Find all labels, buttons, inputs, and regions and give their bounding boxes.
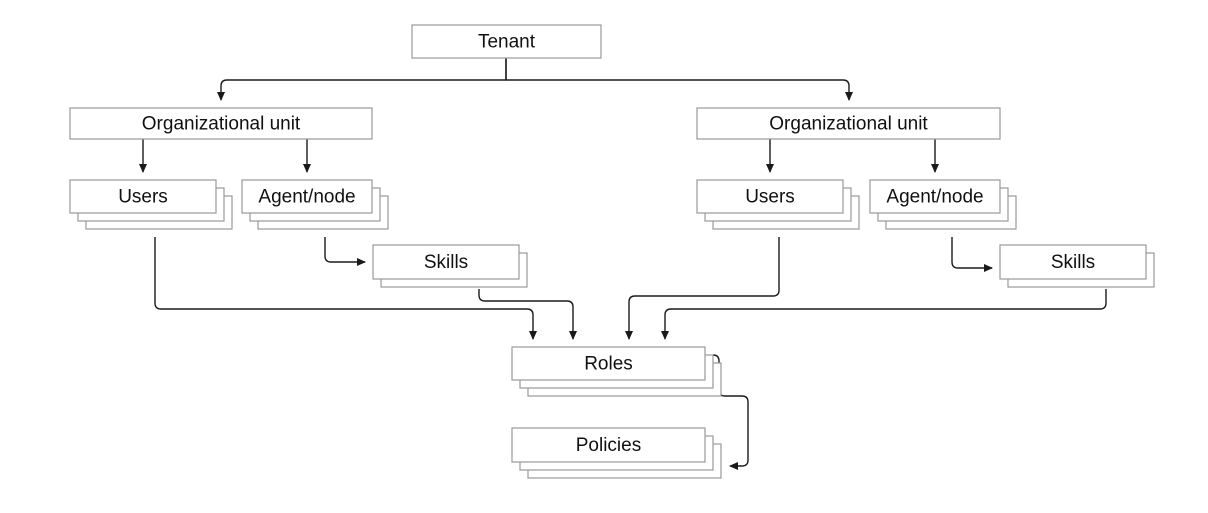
node-label-users-right: Users: [745, 187, 795, 208]
node-policies[interactable]: Policies: [511, 427, 722, 479]
node-box-policies[interactable]: [511, 427, 706, 463]
connector-users-left-to-roles: [154, 237, 537, 340]
connector-roles-to-policies: [712, 354, 749, 470]
node-skills-left[interactable]: Skills: [372, 244, 528, 288]
node-box-users-left[interactable]: [69, 179, 217, 214]
node-users-left[interactable]: Users: [69, 179, 233, 230]
connector-tenant-to-ou-right: [505, 58, 853, 101]
node-label-ou-left: Organizational unit: [142, 114, 301, 135]
node-label-skills-right: Skills: [1051, 252, 1095, 273]
node-ou-left[interactable]: Organizational unit: [69, 107, 373, 140]
node-box-tenant[interactable]: [411, 24, 602, 59]
node-label-agent-left: Agent/node: [258, 187, 355, 208]
node-box-ou-left[interactable]: [69, 107, 373, 140]
node-label-users-left: Users: [118, 187, 168, 208]
node-ou-right[interactable]: Organizational unit: [696, 107, 1001, 140]
node-users-right[interactable]: Users: [696, 179, 860, 230]
node-label-roles: Roles: [584, 354, 633, 375]
node-label-skills-left: Skills: [424, 252, 468, 273]
node-agent-left[interactable]: Agent/node: [241, 179, 389, 230]
node-label-agent-right: Agent/node: [886, 187, 983, 208]
connector-agent-right-to-skills-right: [951, 237, 993, 272]
node-box-agent-right[interactable]: [869, 179, 1001, 214]
node-box-skills-right[interactable]: [999, 244, 1147, 280]
node-box-ou-right[interactable]: [696, 107, 1001, 140]
node-box-agent-left[interactable]: [241, 179, 373, 214]
node-skills-right[interactable]: Skills: [999, 244, 1155, 288]
node-roles[interactable]: Roles: [511, 346, 722, 397]
connector-users-right-to-roles: [625, 237, 780, 340]
connector-skills-left-to-roles: [478, 289, 577, 340]
connector-tenant-to-ou-left: [217, 58, 507, 101]
node-agent-right[interactable]: Agent/node: [869, 179, 1017, 230]
node-tenant[interactable]: Tenant: [411, 24, 602, 59]
connector-agent-left-to-skills-left: [324, 237, 366, 266]
node-label-tenant: Tenant: [478, 32, 536, 53]
connector-skills-right-to-roles: [661, 289, 1107, 340]
node-box-roles[interactable]: [511, 346, 706, 381]
node-box-users-right[interactable]: [696, 179, 844, 214]
connectors-layer: [139, 58, 1107, 470]
node-label-ou-right: Organizational unit: [769, 114, 928, 135]
node-label-policies: Policies: [576, 435, 641, 456]
node-box-skills-left[interactable]: [372, 244, 520, 280]
